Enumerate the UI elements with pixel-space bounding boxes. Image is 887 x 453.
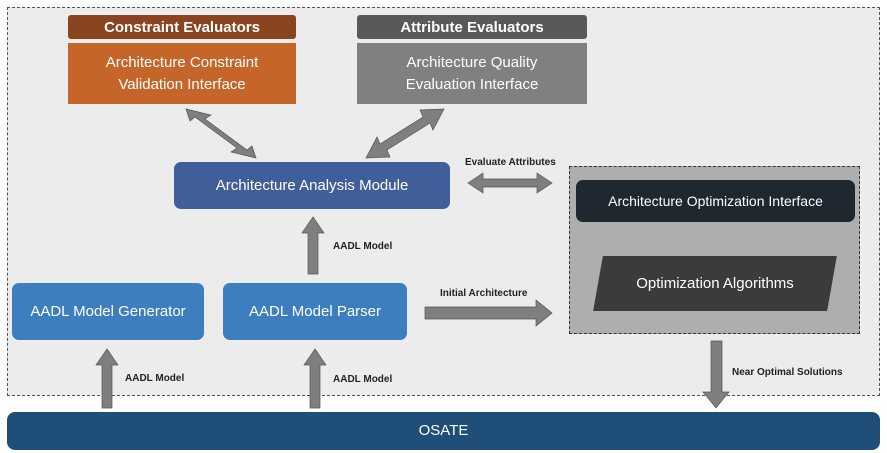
quality-box-line2: Evaluation Interface [405,75,539,93]
initial-architecture-arrow [424,299,553,327]
aadl-model-parser-box: AADL Model Parser [223,283,407,340]
aadl-model-left-label: AADL Model [125,373,185,384]
near-optimal-solutions-label: Near Optimal Solutions [732,367,843,378]
attribute-evaluators-header: Attribute Evaluators [357,15,587,39]
osate-to-generator-arrow [95,348,119,409]
constraint-validation-interface-box: Architecture Constraint Validation Inter… [68,43,296,104]
near-optimal-arrow [702,340,730,409]
constraint-analysis-arrow [185,108,257,159]
optimization-algorithms-box: Optimization Algorithms [593,256,837,311]
osate-bar: OSATE [7,412,880,450]
constraint-box-line1: Architecture Constraint [105,53,259,71]
aadl-model-right-label: AADL Model [333,374,393,385]
constraint-evaluators-header: Constraint Evaluators [68,15,296,39]
evaluate-attributes-label: Evaluate Attributes [465,157,556,168]
architecture-optimization-interface-box: Architecture Optimization Interface [576,180,855,222]
constraint-box-line2: Validation Interface [118,75,246,93]
osate-to-parser-arrow [303,348,327,409]
parser-to-analysis-arrow [301,216,325,275]
evaluate-attributes-arrow [467,172,553,194]
quality-analysis-arrow [365,108,445,159]
quality-evaluation-interface-box: Architecture Quality Evaluation Interfac… [357,43,587,104]
optimization-algorithms-label: Optimization Algorithms [636,275,794,292]
quality-box-line1: Architecture Quality [406,53,538,71]
aadl-model-generator-box: AADL Model Generator [12,283,204,340]
architecture-analysis-module-box: Architecture Analysis Module [174,162,450,209]
aadl-model-mid-label: AADL Model [333,241,393,252]
initial-architecture-label: Initial Architecture [440,288,528,299]
